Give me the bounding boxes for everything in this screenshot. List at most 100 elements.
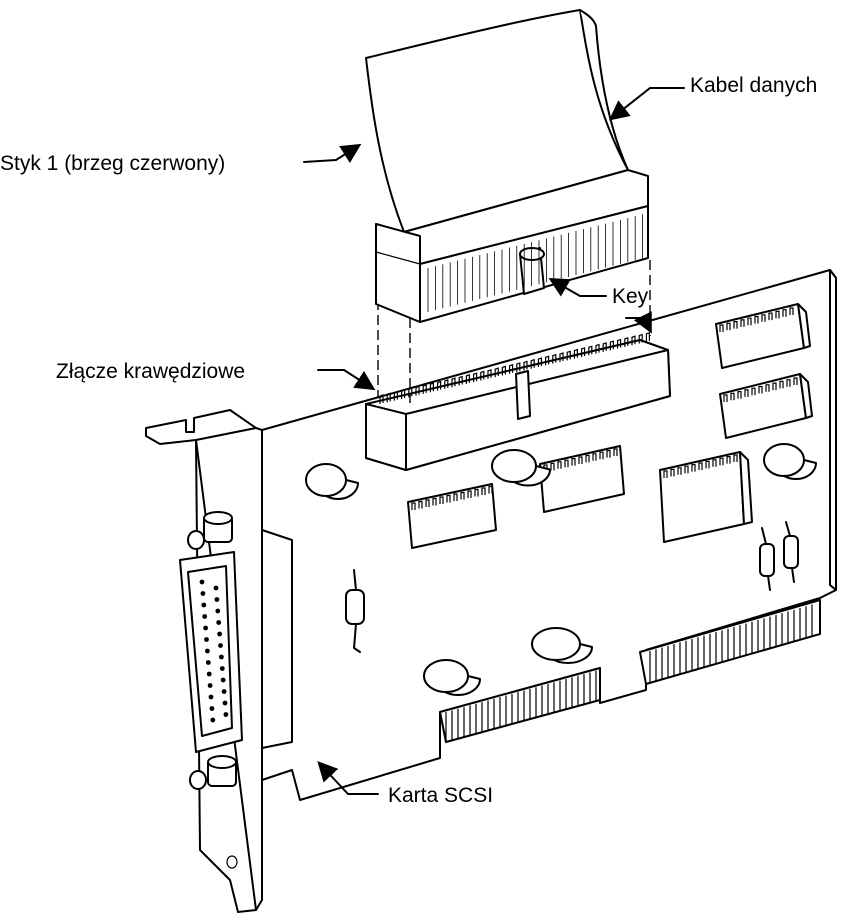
resistor	[759, 527, 775, 591]
chip-pin	[439, 496, 444, 504]
db25-pin	[216, 620, 222, 625]
edge-pin	[437, 380, 442, 391]
capacitors	[305, 443, 817, 696]
chip-pin	[744, 389, 749, 397]
edge-pin	[501, 365, 506, 376]
chip-pin	[786, 379, 791, 387]
edge-pin	[552, 353, 557, 364]
db25-pin	[208, 694, 214, 700]
edge-pin	[408, 387, 413, 398]
db25-pin	[204, 637, 209, 642]
db25-pin	[223, 712, 229, 717]
chip-pin	[754, 315, 759, 324]
chip-pin	[677, 467, 682, 475]
edge-pin	[588, 345, 593, 356]
chip-pin	[411, 502, 416, 510]
chip-pin	[467, 490, 472, 498]
db25-pin	[202, 614, 208, 619]
edge-pin	[487, 368, 492, 379]
chip-pin	[751, 387, 756, 396]
db25-pin	[201, 602, 207, 608]
edge-arrow	[317, 369, 376, 391]
chip-pin	[772, 382, 777, 391]
db25-pin	[218, 643, 223, 648]
chip-pin	[723, 394, 728, 402]
chip-pin	[726, 456, 731, 464]
chip-pin	[698, 462, 703, 470]
db25-pin	[220, 677, 226, 683]
edge-pin	[595, 343, 600, 354]
cable-label: Kabel danych	[690, 74, 817, 97]
edge-pin	[415, 385, 420, 396]
pin1-arrow	[303, 143, 362, 164]
edge-pin	[444, 379, 449, 389]
edge-pin	[379, 394, 384, 404]
callout-arrows	[303, 87, 685, 795]
plug-contact-lines	[427, 214, 643, 312]
db25-pin	[219, 654, 224, 660]
db25-pin	[199, 579, 205, 585]
chip-pin	[481, 487, 486, 495]
chip-pin	[474, 488, 479, 497]
chip-pin	[446, 494, 451, 503]
chip-pin	[606, 450, 611, 458]
edge-pin	[537, 357, 542, 368]
db25-pin	[222, 700, 228, 706]
capacitor	[531, 627, 593, 664]
edge-pin	[451, 377, 456, 388]
cable-arrow	[608, 87, 685, 121]
chip-pin	[425, 499, 430, 507]
edge-pin	[566, 350, 571, 361]
chip-pin	[564, 459, 569, 468]
edge-pin	[602, 342, 607, 352]
db25-pin	[209, 706, 215, 711]
db25-pin	[203, 625, 209, 631]
edge-pin	[581, 347, 586, 357]
ic-chips	[407, 303, 813, 549]
chip-pin	[793, 377, 798, 385]
chip-pin	[460, 491, 465, 500]
mounting-bracket	[145, 409, 293, 913]
edge-connector	[365, 332, 671, 471]
chip-pin	[592, 453, 597, 461]
edge-pin	[429, 382, 434, 393]
card-arrow	[317, 761, 379, 795]
edge-pin	[422, 384, 427, 394]
chip-pin	[488, 485, 493, 494]
chip-pin	[684, 465, 689, 474]
chip-pin	[733, 454, 738, 462]
edge-pin	[530, 358, 535, 369]
chip-pin	[740, 319, 745, 327]
chip-pin	[747, 317, 752, 326]
chip-pin	[557, 461, 562, 469]
chip-pin	[758, 385, 763, 394]
chip-pin	[789, 307, 794, 315]
chip-pin	[432, 497, 437, 506]
resistor	[345, 569, 365, 653]
chip-pin	[599, 451, 604, 460]
chip-pin	[730, 392, 735, 401]
chip-pin	[782, 309, 787, 317]
edge-pin	[465, 374, 470, 384]
chip	[407, 483, 497, 549]
chip-pin	[571, 458, 576, 466]
chip-pin	[691, 464, 696, 472]
data-cable	[365, 9, 649, 323]
chip-pin	[550, 462, 555, 471]
edge-pin	[393, 390, 398, 401]
db25-pin	[214, 597, 220, 602]
chip-pin	[712, 459, 717, 467]
chip-pin	[765, 384, 770, 392]
db25-pin	[217, 631, 223, 637]
edge-pin	[545, 355, 550, 366]
key-arrow	[548, 278, 607, 297]
labels: Styk 1 (brzeg czerwony) Kabel danych Key…	[0, 74, 817, 807]
chip-pin	[705, 460, 710, 469]
resistor	[783, 521, 799, 583]
edge-pin	[386, 392, 391, 403]
chip-pin	[775, 310, 780, 319]
chip-pin	[613, 448, 618, 456]
edge-pin	[573, 348, 578, 359]
capacitor	[305, 463, 359, 500]
